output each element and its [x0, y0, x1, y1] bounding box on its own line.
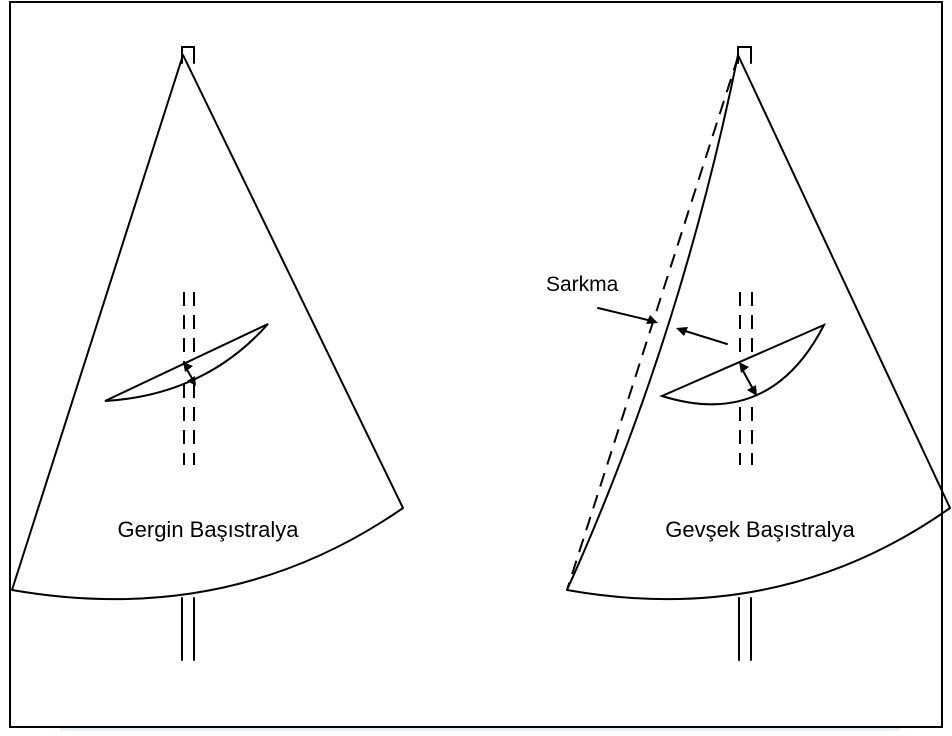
left-depth-arrow	[183, 362, 196, 386]
bottom-band	[60, 728, 900, 731]
right-depth-arrow	[739, 362, 757, 396]
sag-arrows	[597, 307, 728, 345]
left-sail-section	[104, 323, 269, 402]
right-mast-bottom	[738, 597, 752, 661]
straight-luff-reference	[566, 56, 739, 591]
slack-sail-caption: Gevşek Başıstralya	[665, 517, 855, 542]
left-mast-bottom	[181, 597, 195, 661]
left-mast-hidden	[183, 292, 195, 465]
taut-sail-figure: Gergin Başıstralya	[11, 46, 404, 661]
slack-sail-figure: Sarkma Gevşek Başıstralya	[546, 46, 951, 661]
right-mast-hidden	[739, 292, 753, 465]
diagram-frame	[9, 1, 943, 728]
sag-label: Sarkma	[546, 273, 619, 296]
right-sail-outline	[566, 54, 951, 601]
taut-sail-caption: Gergin Başıstralya	[118, 517, 300, 542]
left-sail-outline	[11, 54, 404, 601]
